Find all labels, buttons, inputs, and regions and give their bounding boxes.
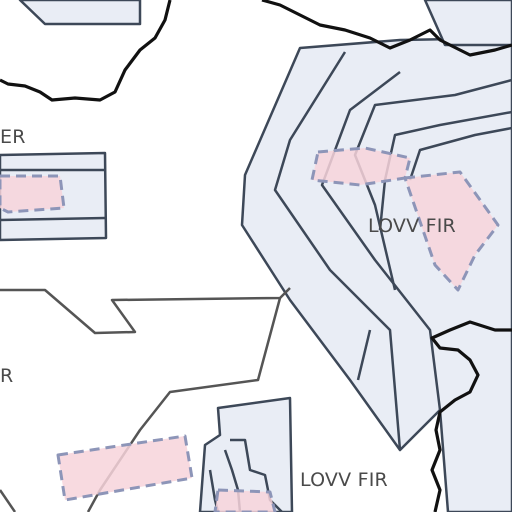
sector-line-5 — [408, 126, 512, 181]
sector-lines — [0, 51, 512, 512]
airspace-sector-top-left[interactable] — [18, 0, 142, 26]
sector-line-6 — [356, 329, 372, 381]
national-border-north-west — [0, 0, 172, 102]
fir-label-left-mid: R — [0, 365, 14, 387]
airspace-sector-south[interactable] — [198, 396, 294, 512]
fir-boundary-west — [0, 287, 291, 335]
sector-line-3 — [353, 78, 512, 291]
fir-boundary-southwest — [0, 489, 17, 512]
fir-label-left-top: ER — [0, 126, 26, 148]
sector-line-1 — [273, 51, 402, 451]
national-border-north — [261, 0, 512, 57]
restricted-area-southwest[interactable] — [56, 434, 194, 502]
sector-line-8 — [0, 216, 106, 222]
fir-label-lovv-south: LOVV FIR — [300, 469, 388, 491]
sector-line-2 — [320, 71, 442, 411]
airspace-sector-top-right[interactable] — [423, 0, 512, 47]
sector-line-4 — [378, 110, 512, 231]
restricted-area-east[interactable] — [403, 170, 500, 292]
national-border-east — [430, 320, 512, 512]
restricted-area-left[interactable] — [0, 174, 66, 214]
restricted-areas — [0, 146, 500, 512]
restricted-area-south[interactable] — [213, 488, 277, 512]
fir-label-lovv-east: LOVV FIR — [368, 215, 456, 237]
